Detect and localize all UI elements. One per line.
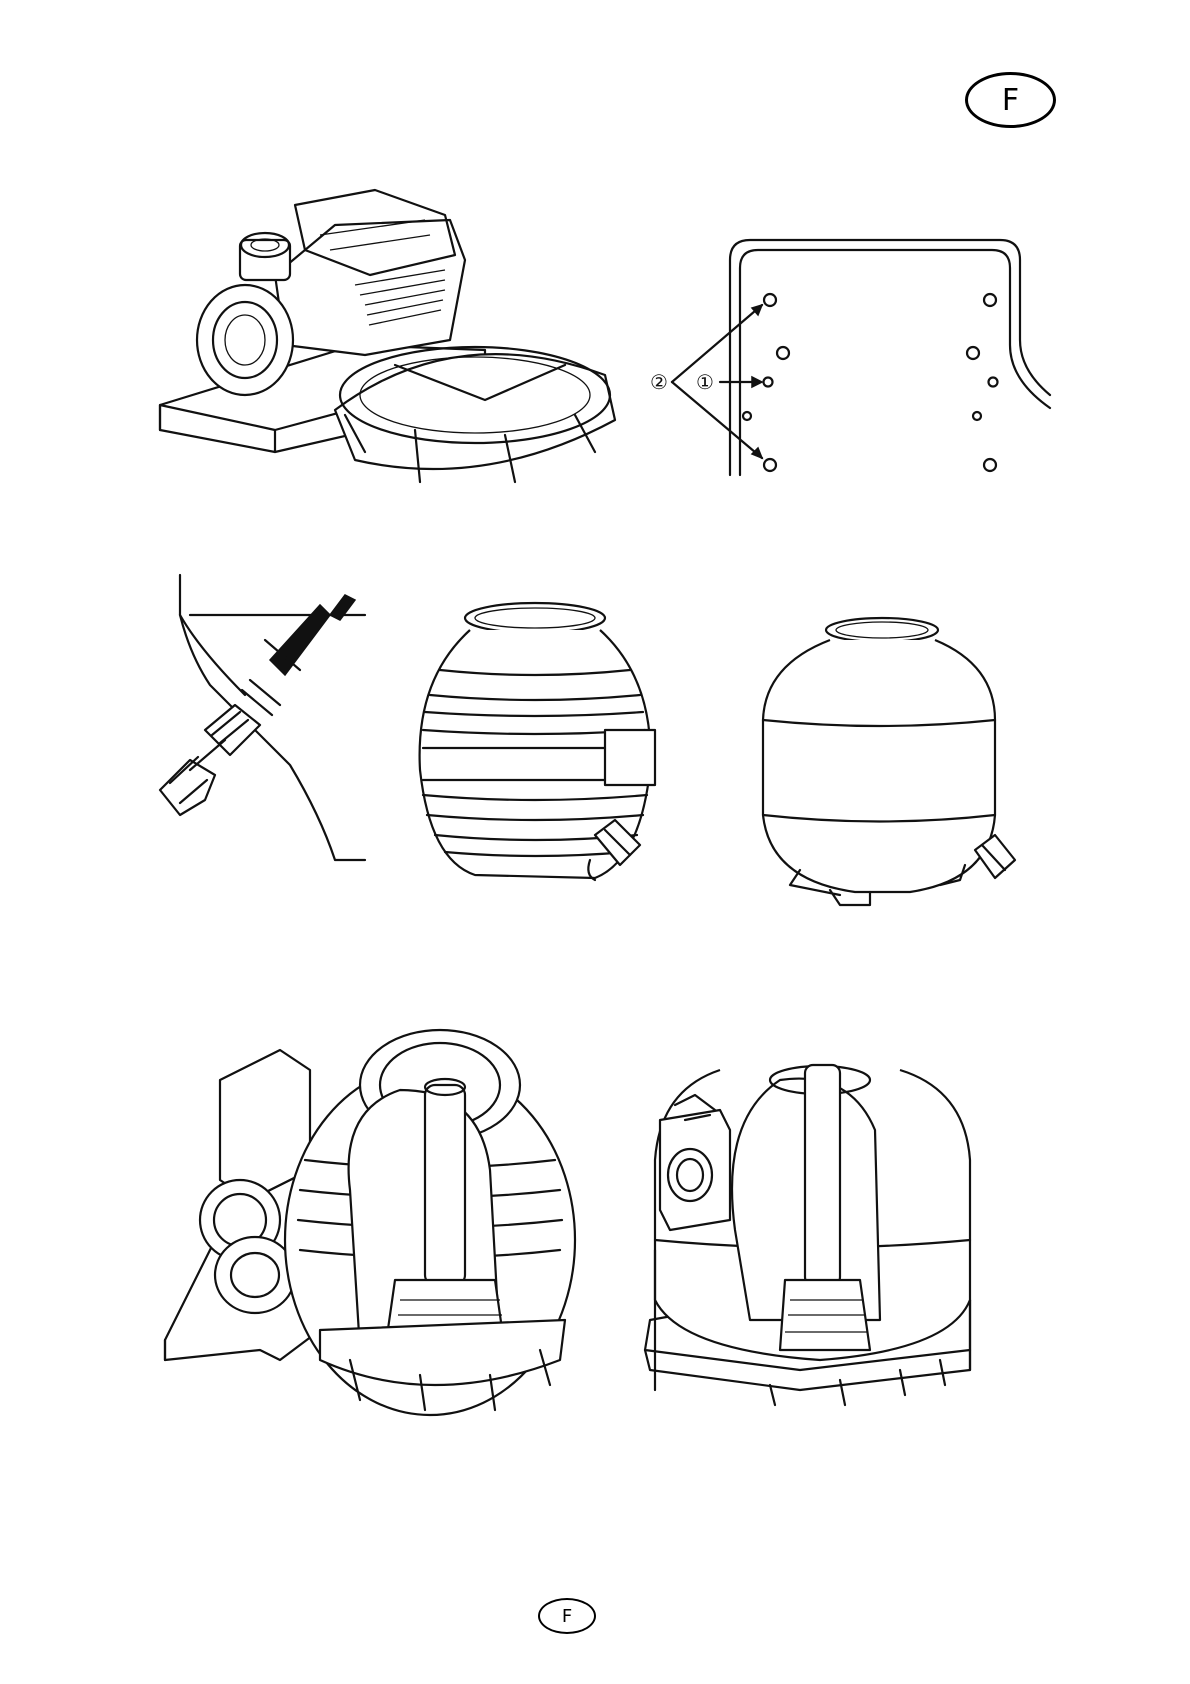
page-badge-bottom: F bbox=[538, 1598, 596, 1634]
figure-assembly-smooth bbox=[640, 1050, 1020, 1410]
figure-ribbed-tank bbox=[415, 600, 665, 900]
figure-base-holes: ② ① bbox=[650, 230, 1060, 480]
callout-2: ② bbox=[650, 370, 668, 394]
figure-smooth-tank bbox=[760, 620, 1020, 910]
assembly-smooth-part bbox=[668, 1149, 712, 1201]
figure-drain-exploded bbox=[150, 575, 370, 875]
page-badge-bottom-label: F bbox=[562, 1606, 572, 1627]
assembly-smooth-part bbox=[805, 1065, 840, 1285]
callout-1: ① bbox=[696, 370, 714, 394]
figure-assembly-ribbed bbox=[160, 1030, 590, 1410]
page-badge-top-label: F bbox=[1002, 83, 1019, 118]
figure-pump-and-stand bbox=[155, 190, 635, 510]
page-badge-top: F bbox=[965, 72, 1056, 128]
